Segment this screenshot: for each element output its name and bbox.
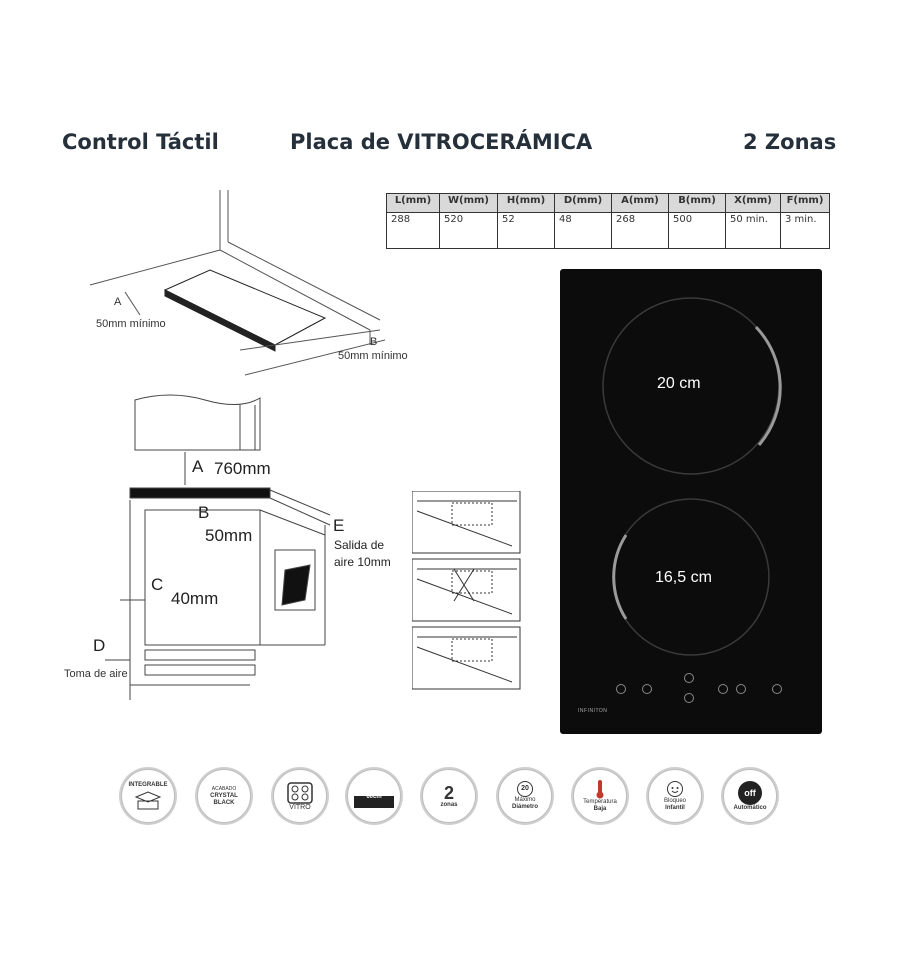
badge-text: Temperatura: [583, 799, 617, 805]
spec-value-cell: 500: [668, 212, 726, 249]
zone-select-bottom-icon[interactable]: [684, 693, 694, 703]
spec-value-cell: 3 min.: [780, 212, 830, 249]
width-badge: 60cm: [345, 767, 403, 825]
badge-text: off: [738, 780, 762, 805]
install-e-label-2: aire 10mm: [334, 555, 391, 569]
spec-header-row: L(mm) W(mm) H(mm) D(mm) A(mm) B(mm) X(mm…: [386, 193, 830, 213]
hob-brand-logo: INFINITON: [578, 708, 608, 714]
spec-header-cell: A(mm): [611, 193, 669, 213]
header-control-tactil: Control Táctil: [62, 130, 219, 154]
install-a-letter: A: [192, 457, 204, 476]
child-lock-badge: Bloqueo Infantil: [646, 767, 704, 825]
badge-text: Bloqueo: [663, 798, 687, 804]
hob-glass-top: 20 cm 16,5 cm: [560, 269, 822, 734]
installation-diagram: [105, 394, 331, 700]
lock-control-icon[interactable]: [772, 684, 782, 694]
install-a-value: 760mm: [214, 459, 271, 478]
install-c-letter: C: [151, 575, 164, 594]
badge-text: CRYSTAL: [210, 792, 238, 799]
badge-text: BLACK: [213, 799, 235, 806]
spec-header-cell: H(mm): [497, 193, 555, 213]
spec-header-cell: L(mm): [386, 193, 440, 213]
low-temperature-icon: [596, 780, 604, 799]
header-product-title: Placa de VITROCERÁMICA: [290, 130, 593, 154]
top-a-label: 50mm mínimo: [96, 318, 166, 330]
install-e-letter: E: [333, 516, 345, 535]
badge-text: Diámetro: [511, 804, 538, 810]
minus-control-icon[interactable]: [718, 684, 728, 694]
badge-text: zonas: [440, 801, 458, 808]
hob-zones-drawing: [602, 297, 782, 656]
badge-text: 20: [517, 781, 533, 797]
install-d-label: Toma de aire: [64, 668, 128, 680]
auto-off-icon: off Automático: [723, 769, 777, 823]
spec-value-cell: 48: [554, 212, 612, 249]
badge-text: 60cm: [366, 793, 382, 800]
auto-off-badge: off Automático: [721, 767, 779, 825]
spec-header-cell: B(mm): [668, 193, 726, 213]
spec-value-cell: 52: [497, 212, 555, 249]
zone-select-top-icon[interactable]: [684, 673, 694, 683]
install-d-letter: D: [93, 636, 106, 655]
width-icon: [354, 795, 394, 808]
install-e-label-1: Salida de: [334, 538, 385, 552]
badge-text: ACABADO: [211, 785, 237, 792]
install-b-value: 50mm: [205, 526, 253, 545]
plus-control-icon[interactable]: [736, 684, 746, 694]
zones-badge: 2 zonas: [420, 767, 478, 825]
badge-text: INTEGRABLE: [128, 781, 168, 788]
vitro-icon: [287, 781, 313, 804]
badge-text: Infantil: [665, 805, 685, 811]
spec-value-cell: 520: [439, 212, 498, 249]
badge-text: Máximo: [514, 797, 536, 803]
finish-badge: ACABADO CRYSTAL BLACK: [195, 767, 253, 825]
low-temperature-badge: Temperatura Baja: [571, 767, 629, 825]
max-diameter-icon: 20 Máximo Diámetro: [498, 769, 552, 823]
zone-large-label: 20 cm: [657, 375, 701, 392]
spec-value-row: 288 520 52 48 268 500 50 min. 3 min.: [386, 212, 830, 249]
install-c-value: 40mm: [171, 589, 219, 608]
spec-value-cell: 50 min.: [725, 212, 781, 249]
spec-header-cell: F(mm): [780, 193, 830, 213]
max-diameter-badge: 20 Máximo Diámetro: [496, 767, 554, 825]
spec-header-cell: D(mm): [554, 193, 612, 213]
child-lock-icon: [667, 781, 683, 797]
badge-text: VITRO: [289, 803, 311, 811]
power-control-icon[interactable]: [616, 684, 626, 694]
built-in-badge: INTEGRABLE: [119, 767, 177, 825]
header-zones: 2 Zonas: [743, 130, 837, 154]
built-in-icon: [134, 790, 162, 809]
top-a-letter: A: [114, 296, 122, 308]
spec-header-cell: X(mm): [725, 193, 781, 213]
top-b-label: 50mm mínimo: [338, 350, 408, 362]
badge-text: Baja: [593, 806, 607, 812]
badge-text: 2: [443, 782, 454, 803]
zone-small-label: 16,5 cm: [655, 569, 712, 586]
top-clearance-diagram: [89, 190, 386, 376]
zones-icon: 2 zonas: [422, 769, 476, 823]
spec-header-cell: W(mm): [439, 193, 498, 213]
spec-table: L(mm) W(mm) H(mm) D(mm) A(mm) B(mm) X(mm…: [386, 193, 830, 249]
install-b-letter: B: [198, 503, 210, 522]
top-b-letter: B: [370, 336, 378, 348]
vitro-badge: VITRO: [271, 767, 329, 825]
finish-icon: ACABADO CRYSTAL BLACK: [197, 769, 251, 823]
ventilation-details: [412, 491, 521, 690]
spec-value-cell: 268: [611, 212, 669, 249]
timer-control-icon[interactable]: [642, 684, 652, 694]
badge-text: Automático: [733, 804, 767, 811]
